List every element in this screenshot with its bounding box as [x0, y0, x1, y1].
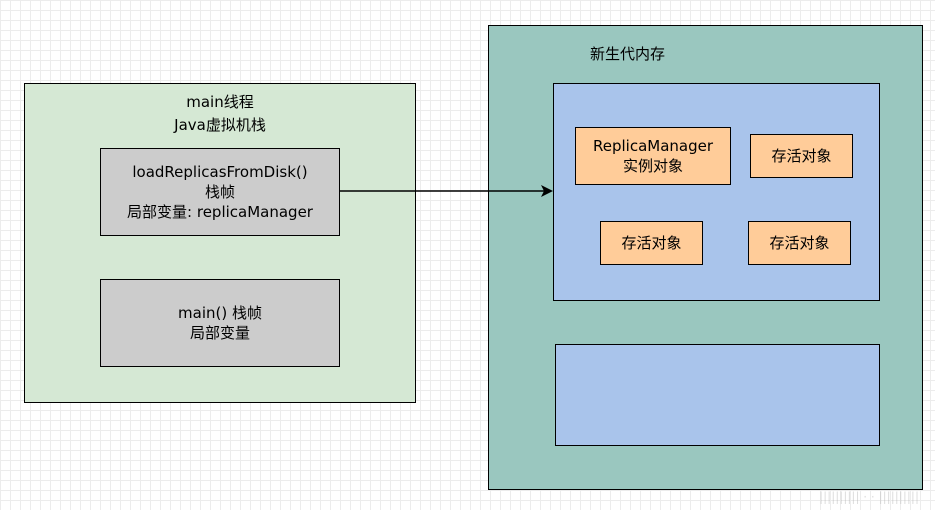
live-object: 存活对象 — [600, 221, 703, 265]
frame-load-local-var: 局部变量: replicaManager — [127, 203, 313, 221]
stack-frame-load-replicas: loadReplicasFromDisk() 栈帧 局部变量: replicaM… — [100, 148, 340, 236]
live-object: 存活对象 — [748, 221, 851, 265]
frame-load-method: loadReplicasFromDisk() — [132, 163, 308, 181]
live-object: 存活对象 — [750, 134, 853, 178]
survivor-space-box — [555, 344, 880, 446]
watermark: |||||||||| · · |||||||||| — [819, 490, 919, 504]
frame-load-label: 栈帧 — [204, 183, 235, 201]
frame-main-method: main() 栈帧 — [178, 304, 262, 322]
arrow-head-icon — [541, 185, 553, 197]
frame-main-local-var: 局部变量 — [189, 324, 250, 342]
replica-object-class: ReplicaManager — [592, 137, 714, 155]
replica-manager-object: ReplicaManager 实例对象 — [575, 127, 731, 185]
thread-title-line1: main线程 — [186, 93, 254, 111]
live-object-label: 存活对象 — [769, 234, 830, 252]
stack-frame-main: main() 栈帧 局部变量 — [100, 279, 340, 367]
young-generation-title: 新生代内存 — [590, 45, 666, 63]
live-object-label: 存活对象 — [621, 234, 682, 252]
thread-title-line2: Java虚拟机栈 — [174, 116, 266, 134]
replica-object-label: 实例对象 — [622, 157, 683, 175]
live-object-label: 存活对象 — [771, 147, 832, 165]
